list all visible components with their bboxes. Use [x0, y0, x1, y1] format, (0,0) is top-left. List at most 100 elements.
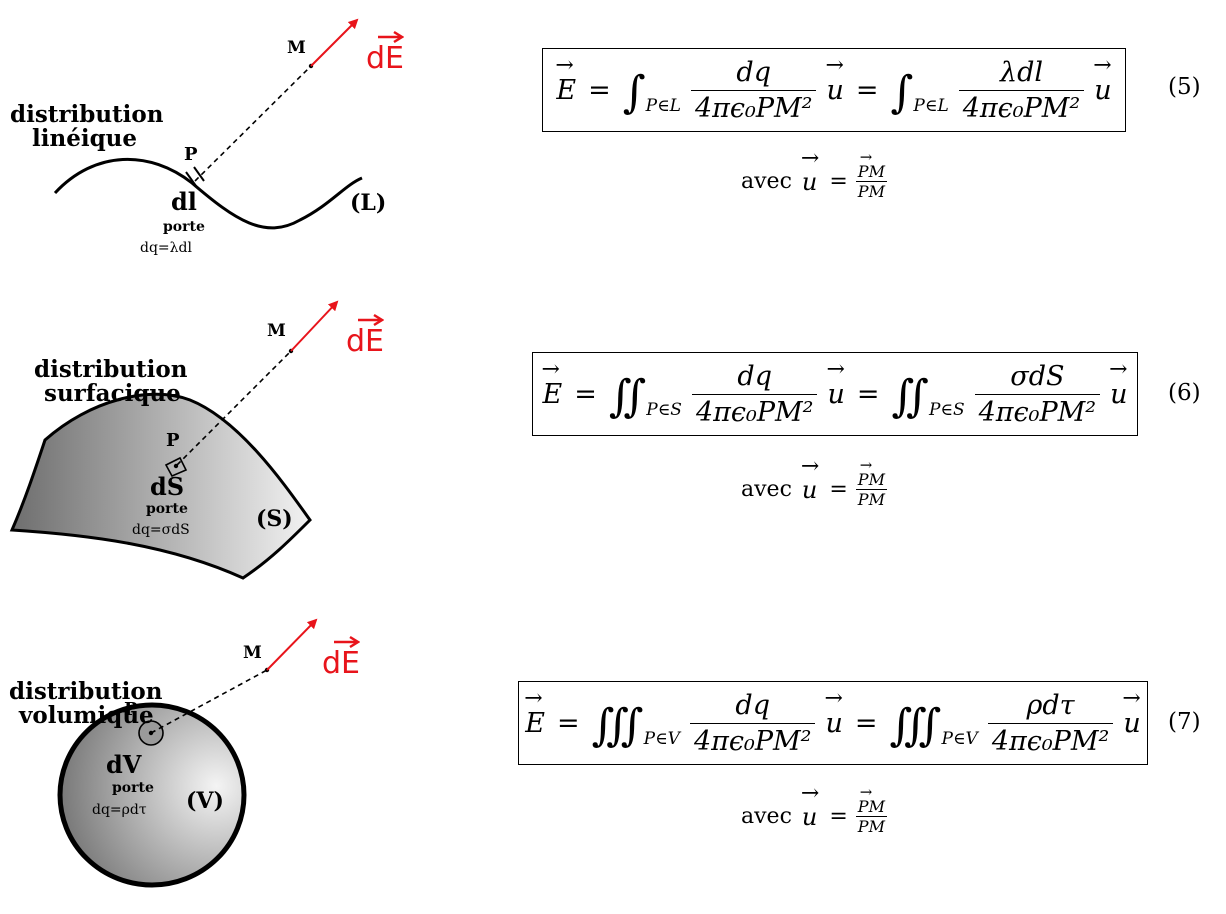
numerator: PM — [856, 783, 887, 816]
vector-arrow-icon — [358, 313, 384, 327]
point-P-dot — [173, 463, 179, 469]
vector-u: u — [825, 53, 844, 106]
volume-distribution-figure — [57, 618, 318, 888]
avec-text: avec — [741, 804, 792, 829]
surface-distribution-figure — [9, 300, 339, 580]
avec-definition: avec u = PM PM — [741, 146, 887, 202]
fraction-density: σdS 4πϵ₀PM² — [974, 360, 1101, 428]
integral-sign: ∬ — [608, 370, 647, 422]
fraction-dq: dq 4πϵ₀PM² — [691, 361, 818, 428]
label-P: P — [166, 430, 180, 451]
equals-sign: = — [855, 74, 879, 106]
distribution-title: distribution volumique — [9, 680, 162, 728]
equation-number: (6) — [1168, 380, 1201, 406]
dE-text: dE — [346, 324, 384, 359]
title-line-2: surfacique — [44, 380, 181, 407]
numerator: PM — [856, 456, 887, 489]
vector-arrow-icon — [378, 30, 404, 44]
equals-sign: = — [829, 169, 848, 194]
denominator: 4πϵ₀PM² — [690, 89, 817, 124]
fraction-dq: dq 4πϵ₀PM² — [690, 56, 817, 124]
label-dE: dE — [322, 635, 360, 681]
label-dq: dq=σdS — [132, 522, 190, 538]
equals-sign: = — [574, 378, 597, 410]
vector-u: u — [801, 146, 820, 196]
vector-u: u — [1122, 686, 1141, 739]
distribution-title: distribution linéique — [10, 103, 163, 151]
label-dE: dE — [346, 313, 384, 359]
denominator: PM — [855, 181, 887, 201]
vector-u: u — [801, 781, 820, 831]
field-arrow-dE — [266, 618, 318, 671]
denominator: 4πϵ₀PM² — [691, 393, 818, 428]
denominator: 4πϵ₀PM² — [974, 393, 1101, 428]
fraction-PM: PM PM — [855, 783, 887, 836]
label-dE: dE — [366, 30, 404, 76]
avec-definition: avec u = PM PM — [741, 781, 887, 837]
fraction-density: λdl 4πϵ₀PM² — [958, 56, 1085, 124]
label-porte: porte — [112, 780, 154, 796]
equation-number: (5) — [1168, 74, 1201, 100]
dashed-line-P-to-M — [194, 65, 312, 182]
denominator: 4πϵ₀PM² — [987, 722, 1114, 757]
equals-sign: = — [829, 804, 848, 829]
volume-V — [57, 702, 247, 888]
numerator: ρdτ — [1026, 689, 1075, 721]
numerator: dq — [736, 56, 771, 88]
integral-sign: ∫ — [890, 66, 914, 118]
equation-number: (7) — [1168, 709, 1201, 735]
title-line-2: linéique — [32, 125, 138, 152]
numerator: σdS — [1010, 360, 1065, 392]
avec-text: avec — [741, 169, 792, 194]
fraction-density: ρdτ 4πϵ₀PM² — [987, 689, 1114, 757]
distribution-title: distribution surfacique — [34, 358, 187, 406]
vector-u: u — [1109, 357, 1128, 410]
dl-tick-1 — [185, 171, 197, 187]
label-region: (L) — [350, 190, 387, 216]
vector-E: E — [555, 53, 576, 106]
surface-S — [9, 392, 312, 580]
equals-sign: = — [829, 477, 848, 502]
vector-u: u — [824, 686, 843, 739]
avec-definition: avec u = PM PM — [741, 454, 887, 510]
fraction-PM: PM PM — [855, 148, 887, 201]
dashed-line-P-to-M — [150, 669, 268, 734]
equals-sign: = — [557, 707, 580, 739]
numerator: λdl — [999, 56, 1043, 88]
title-line-2: volumique — [19, 702, 154, 729]
label-dq: dq=ρdτ — [92, 802, 147, 818]
vector-u: u — [801, 454, 820, 504]
curve-L — [53, 157, 363, 230]
label-M: M — [287, 38, 306, 58]
integral-domain: P∈S — [928, 400, 965, 420]
numerator: dq — [735, 689, 770, 721]
vector-E: E — [541, 357, 562, 410]
label-P: P — [124, 699, 138, 720]
denominator: 4πϵ₀PM² — [689, 722, 816, 757]
label-P: P — [184, 144, 198, 165]
integral-domain: P∈V — [941, 729, 978, 749]
equals-sign: = — [856, 378, 880, 410]
title-line-1: distribution — [34, 356, 188, 383]
vector-arrow-icon — [334, 635, 360, 649]
vector-u: u — [826, 357, 845, 410]
equals-sign: = — [854, 707, 878, 739]
dE-text: dE — [322, 646, 360, 681]
label-region: (V) — [186, 788, 224, 814]
denominator: 4πϵ₀PM² — [958, 89, 1085, 124]
equation-6-box: E = ∬ P∈S dq 4πϵ₀PM² u = ∬ P∈S σdS 4πϵ₀P… — [532, 352, 1138, 436]
label-dV: dV — [106, 750, 142, 779]
fraction-PM: PM PM — [855, 456, 887, 509]
dS-element — [164, 456, 188, 478]
dE-text: dE — [366, 41, 404, 76]
integral-sign: ∫ — [622, 66, 646, 118]
title-line-1: distribution — [9, 678, 163, 705]
integral-sign: ∭ — [889, 699, 942, 751]
integral-domain: P∈L — [645, 96, 681, 116]
vector-u: u — [1093, 53, 1112, 106]
line-distribution-figure — [53, 18, 363, 230]
dl-tick-2 — [193, 166, 205, 182]
title-line-1: distribution — [10, 101, 164, 128]
label-region: (S) — [256, 506, 293, 532]
